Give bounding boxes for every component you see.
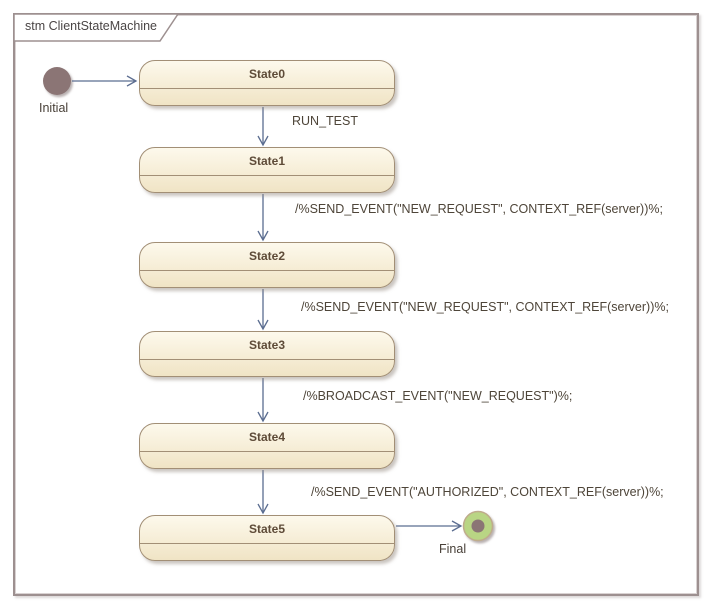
state-name: State4 bbox=[248, 430, 286, 444]
transition-label-send-event-1: /%SEND_EVENT("NEW_REQUEST", CONTEXT_REF(… bbox=[295, 202, 663, 216]
state-node-state2[interactable]: State2 bbox=[139, 242, 395, 288]
transition-label-send-event-2: /%SEND_EVENT("NEW_REQUEST", CONTEXT_REF(… bbox=[301, 300, 669, 314]
state-node-state3[interactable]: State3 bbox=[139, 331, 395, 377]
state-compartment-divider bbox=[140, 359, 394, 360]
transition-label-run-test: RUN_TEST bbox=[292, 114, 358, 128]
state-compartment-divider bbox=[140, 270, 394, 271]
state-name: State5 bbox=[248, 522, 286, 536]
transition-label-broadcast-event: /%BROADCAST_EVENT("NEW_REQUEST")%; bbox=[303, 389, 573, 403]
state-compartment-divider bbox=[140, 175, 394, 176]
initial-node-label: Initial bbox=[39, 101, 69, 115]
transition-label-send-event-authorized: /%SEND_EVENT("AUTHORIZED", CONTEXT_REF(s… bbox=[311, 485, 664, 499]
final-node-dot bbox=[471, 519, 485, 533]
state-compartment-divider bbox=[140, 451, 394, 452]
state-node-state4[interactable]: State4 bbox=[139, 423, 395, 469]
frame-title: stm ClientStateMachine bbox=[25, 19, 158, 33]
frame-border bbox=[13, 13, 699, 596]
state-compartment-divider bbox=[140, 88, 394, 89]
state-node-state5[interactable]: State5 bbox=[139, 515, 395, 561]
state-name: State2 bbox=[248, 249, 286, 263]
frame-tab bbox=[13, 13, 180, 42]
state-name: State1 bbox=[248, 154, 286, 168]
initial-node[interactable] bbox=[43, 67, 71, 95]
state-node-state1[interactable]: State1 bbox=[139, 147, 395, 193]
final-node[interactable] bbox=[462, 510, 494, 542]
state-name: State3 bbox=[248, 338, 286, 352]
state-name: State0 bbox=[248, 67, 286, 81]
state-node-state0[interactable]: State0 bbox=[139, 60, 395, 106]
state-compartment-divider bbox=[140, 543, 394, 544]
final-node-label: Final bbox=[439, 542, 467, 556]
